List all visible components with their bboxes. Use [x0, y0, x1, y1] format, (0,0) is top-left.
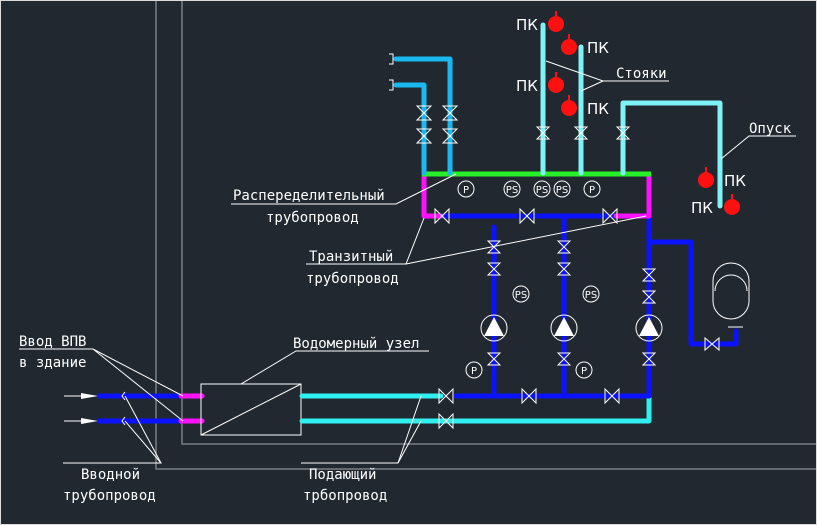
valve-icon	[434, 207, 450, 225]
distribution-pipeline-label: Распеределительный	[233, 188, 385, 204]
meter-unit-box	[200, 383, 302, 436]
pump-pipelines	[438, 213, 739, 399]
input-vpv-label: Ввод ВПВ	[19, 334, 86, 350]
valve-icon	[438, 387, 454, 405]
input-pipeline-label: Вводной	[81, 467, 140, 483]
distribution-pipeline-label-2: трубопровод	[266, 210, 359, 226]
valve-icon	[556, 240, 572, 276]
annotations: Ввод ВПВ в здание Вводной трубопровод Во…	[19, 66, 792, 504]
descent-label: Опуск	[749, 121, 792, 137]
fire-valve-icon	[561, 34, 577, 55]
transit-pipeline-label: Транзитный	[309, 249, 393, 265]
risers-label: Стояки	[616, 66, 667, 82]
input-pipeline-label-2: трубопровод	[63, 488, 156, 504]
fire-valves: ПК ПК ПК ПК ПК ПК	[516, 11, 746, 217]
supply-pipeline	[299, 393, 652, 424]
pk-label: ПК	[587, 100, 609, 118]
pk-label: ПК	[724, 172, 746, 190]
pressure-switch-icon: PS	[582, 285, 600, 303]
valves	[389, 53, 720, 430]
pump-icon	[550, 314, 578, 342]
svg-text:P: P	[581, 366, 587, 377]
valve-icon	[704, 336, 720, 352]
valve-icon	[615, 126, 631, 140]
leader-lines	[19, 60, 796, 464]
fire-valve-icon	[548, 72, 564, 93]
building-frame	[155, 1, 816, 470]
fire-valve-icon	[561, 95, 577, 116]
svg-text:P: P	[471, 366, 477, 377]
risers	[540, 22, 723, 209]
pump-icon	[480, 314, 508, 342]
pressure-switch-icon: PS	[533, 180, 551, 198]
input-pipeline	[64, 391, 205, 426]
valve-icon	[441, 105, 459, 144]
svg-text:PS: PS	[585, 290, 597, 301]
pk-label: ПК	[587, 39, 609, 57]
pressure-gauge-icon: P	[457, 180, 475, 198]
pressure-gauge-icon: P	[575, 361, 593, 379]
valve-icon	[521, 387, 537, 405]
fire-valve-icon	[548, 11, 564, 32]
pk-label: ПК	[516, 77, 538, 95]
valve-icon	[641, 268, 657, 304]
pressure-gauge-icon: P	[583, 180, 601, 198]
pressure-gauge-icon: P	[465, 361, 483, 379]
valve-icon	[486, 240, 502, 276]
svg-text:PS: PS	[506, 185, 518, 196]
valve-icon	[438, 412, 454, 430]
svg-text:PS: PS	[536, 185, 548, 196]
meter-unit-label: Водомерный узел	[293, 336, 419, 352]
svg-text:PS: PS	[515, 290, 527, 301]
supply-pipeline-label: Подающий	[309, 467, 376, 483]
valve-icon	[519, 207, 535, 225]
pressure-switch-icon: PS	[512, 285, 530, 303]
pressure-switch-icon: PS	[553, 180, 571, 198]
valve-icon	[641, 352, 657, 366]
svg-text:PS: PS	[556, 185, 568, 196]
pressure-switch-icon: PS	[503, 180, 521, 198]
input-vpv-label-2: в здание	[19, 355, 86, 371]
pk-label: ПК	[691, 199, 713, 217]
svg-text:P: P	[463, 185, 469, 196]
fire-valve-icon	[698, 167, 714, 188]
branch-pipes	[393, 56, 453, 176]
gauges: P PS PS PS P PS PS P P	[457, 180, 601, 379]
transit-pipeline-label-2: трубопровод	[306, 271, 399, 287]
fire-valve-icon	[724, 194, 740, 215]
valve-icon	[602, 207, 618, 225]
pk-label: ПК	[516, 16, 538, 34]
pump-icon	[635, 314, 663, 342]
valve-icon	[535, 126, 551, 140]
valve-icon	[556, 352, 572, 366]
pumps	[480, 314, 663, 342]
valve-icon	[604, 387, 620, 405]
pressure-tank-icon	[712, 262, 750, 328]
supply-pipeline-label-2: трбопровод	[303, 488, 387, 504]
valve-icon	[486, 352, 502, 366]
svg-text:P: P	[589, 185, 595, 196]
valve-icon	[415, 105, 433, 144]
valve-icon	[573, 126, 589, 140]
